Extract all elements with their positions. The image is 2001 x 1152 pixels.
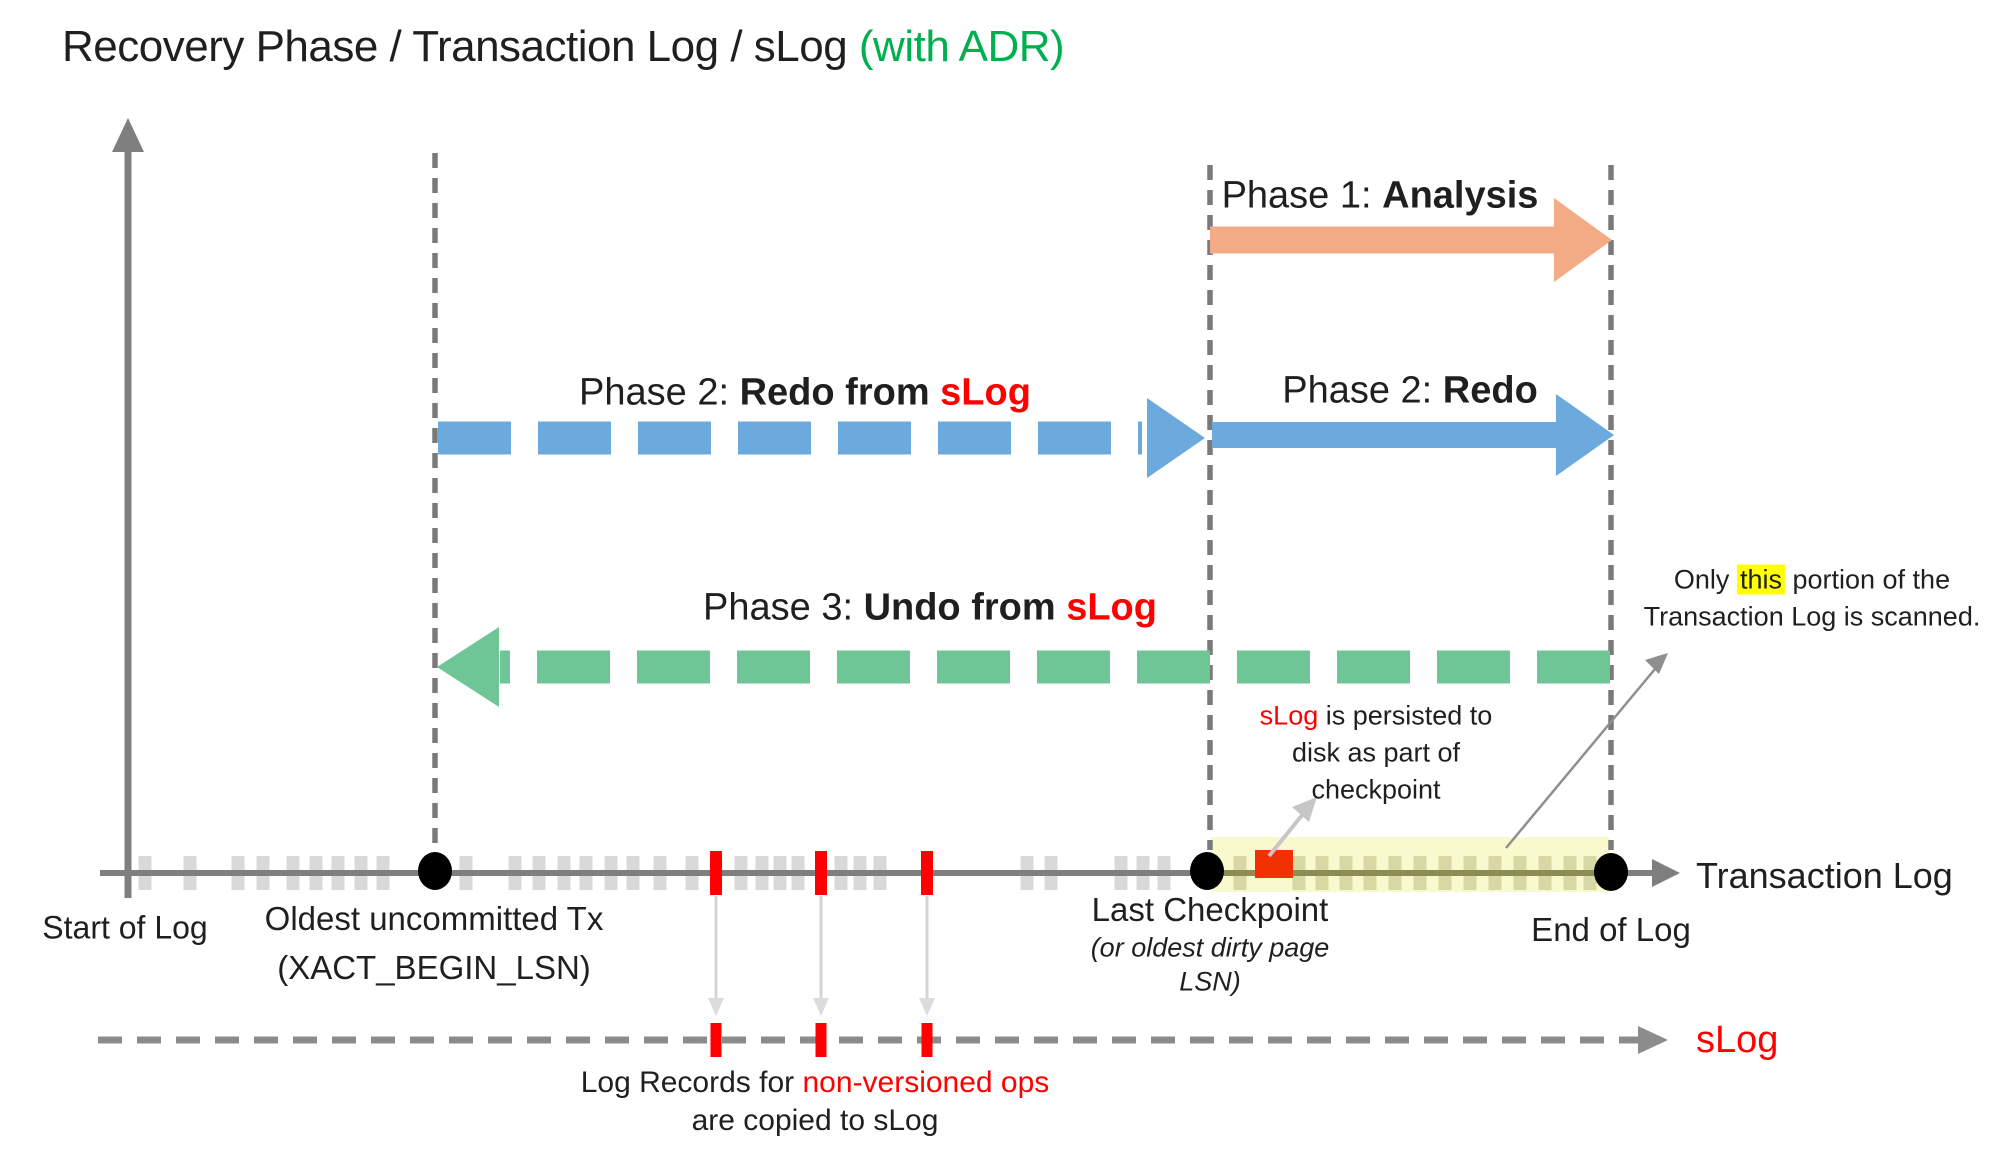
persist-note-line3: checkpoint (1311, 774, 1441, 805)
end-of-log-label: End of Log (1531, 911, 1691, 948)
copy-arrowhead-icon (919, 998, 935, 1016)
phase2-slog-arrowhead-icon (1147, 398, 1205, 478)
transaction-log-label: Transaction Log (1696, 855, 1953, 896)
scan-note-line1: Only this portion of the (1673, 564, 1951, 596)
scan-note-post: portion of the (1784, 564, 1951, 595)
last-checkpoint-sub2-label: LSN) (1179, 966, 1241, 997)
persist-note-slog: sLog (1259, 700, 1319, 731)
phase2-slog-red: sLog (940, 371, 1031, 414)
phase3-arrowhead-icon (437, 627, 499, 707)
copy-note-pre: Log Records for (580, 1066, 803, 1099)
phase3-prefix: Phase 3: (703, 586, 864, 629)
phase2-arrowhead-icon (1556, 394, 1614, 476)
last-checkpoint-dot (1190, 852, 1224, 890)
persist-note-line1: sLog is persisted to (1260, 701, 1493, 732)
phase2-slog-label: Phase 2: Redo from sLog (579, 372, 1031, 415)
persist-note-arrow (1267, 812, 1305, 858)
last-checkpoint-sub1-label: (or oldest dirty page (1090, 932, 1330, 963)
slog-ticks-group (710, 1023, 933, 1057)
title-adr: (with ADR) (858, 22, 1065, 71)
copy-note-line1: Log Records for non-versioned ops (581, 1066, 1050, 1100)
oldest-tx-dot (418, 852, 452, 890)
scan-note-pre: Only (1673, 564, 1737, 595)
copy-note-red: non-versioned ops (802, 1066, 1050, 1099)
slog-tick (815, 1023, 827, 1057)
log-tick-nonversioned (815, 851, 827, 895)
slog-arrowhead-icon (1638, 1026, 1668, 1054)
slog-tick (921, 1023, 933, 1057)
scan-note-arrow (1505, 668, 1656, 849)
phase1-prefix: Phase 1: (1221, 174, 1383, 217)
copy-arrowhead-icon (813, 998, 829, 1016)
transaction-log-arrowhead-icon (1652, 859, 1680, 887)
red-ticks-group (710, 851, 933, 895)
phase1-name: Analysis (1382, 174, 1539, 217)
title-main: Recovery Phase / Transaction Log / sLog (62, 22, 859, 71)
phase3-name: Undo from (863, 586, 1067, 629)
slog-persist-marker (1255, 850, 1293, 878)
start-of-log-label: Start of Log (42, 909, 208, 946)
log-tick-nonversioned (921, 851, 933, 895)
phase3-red: sLog (1066, 586, 1157, 629)
scan-note-highlight: this (1736, 564, 1785, 595)
copy-arrowhead-icon (708, 998, 724, 1016)
slog-tick (710, 1023, 722, 1057)
yellow-ticks-group (1233, 856, 1597, 890)
phase1-label: Phase 1: Analysis (1222, 175, 1539, 218)
phase2-slog-name: Redo from (739, 371, 941, 414)
phase3-label: Phase 3: Undo from sLog (703, 587, 1157, 630)
page-title: Recovery Phase / Transaction Log / sLog … (62, 22, 1065, 72)
copy-arrows-group (708, 896, 935, 1016)
oldest-tx-sub-label: (XACT_BEGIN_LSN) (277, 949, 591, 986)
end-of-log-dot (1594, 853, 1628, 891)
scan-note-arrowhead-icon (1645, 653, 1668, 674)
persist-note-arrowhead-icon (1292, 797, 1317, 822)
phase2-name: Redo (1442, 369, 1538, 412)
oldest-tx-label: Oldest uncommitted Tx (264, 900, 604, 937)
copy-note-line2: are copied to sLog (691, 1104, 939, 1137)
phase2-label: Phase 2: Redo (1282, 370, 1538, 413)
phase2-slog-prefix: Phase 2: (579, 371, 740, 414)
persist-note-rest: is persisted to (1318, 700, 1493, 731)
log-tick-nonversioned (710, 851, 722, 895)
last-checkpoint-label: Last Checkpoint (1091, 891, 1329, 928)
phase2-prefix: Phase 2: (1282, 369, 1443, 412)
slog-label: sLog (1696, 1019, 1779, 1061)
scan-note-line2: Transaction Log is scanned. (1643, 601, 1981, 632)
y-axis-arrowhead-icon (112, 118, 144, 152)
persist-note-line2: disk as part of (1291, 737, 1461, 768)
phase1-arrowhead-icon (1554, 198, 1612, 282)
